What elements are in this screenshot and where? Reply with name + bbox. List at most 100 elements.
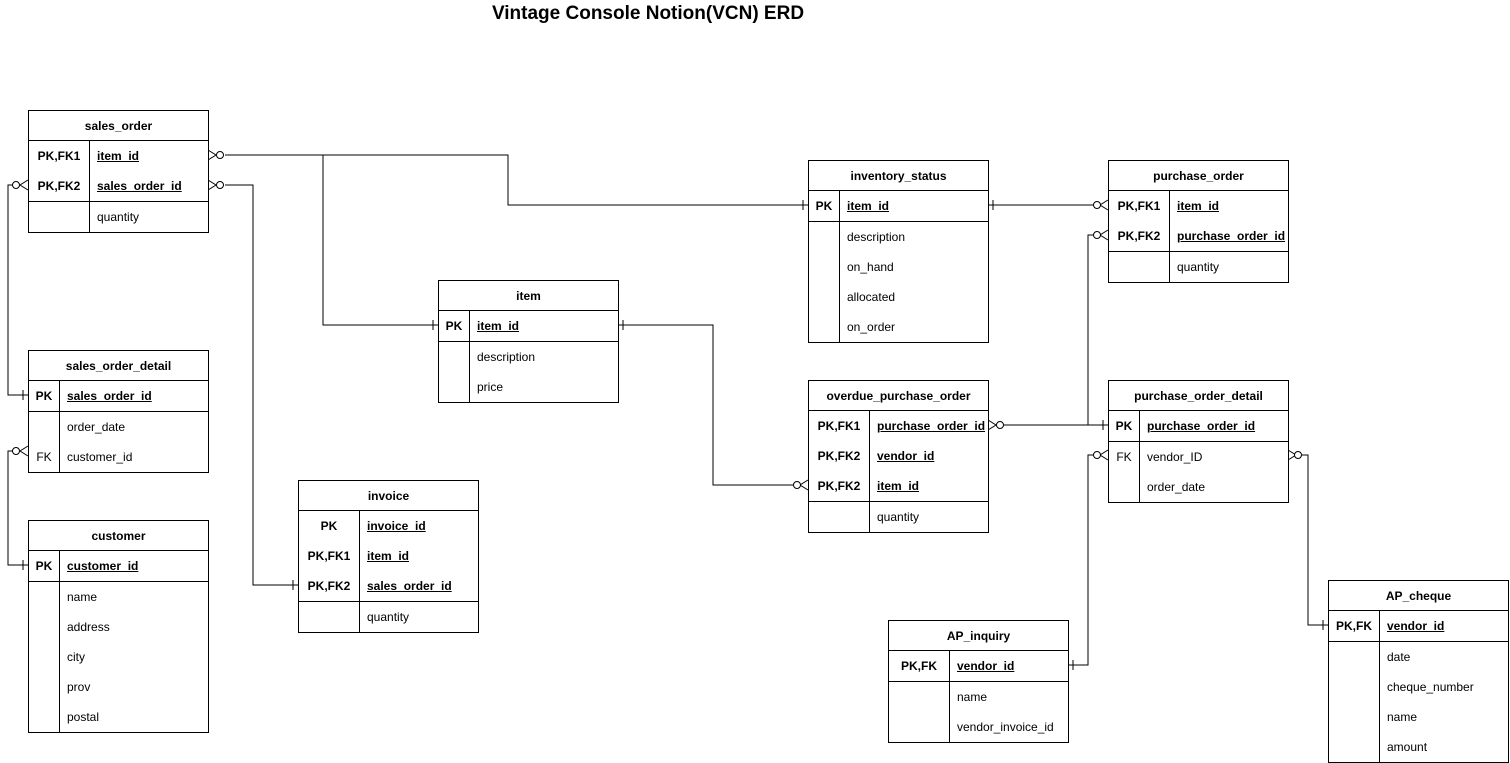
attribute-row: PK purchase_order_id [1109, 411, 1288, 441]
attribute-section: quantity [809, 502, 988, 532]
attribute-row: FK vendor_ID [1109, 442, 1288, 472]
attribute-name: invoice_id [367, 519, 426, 533]
attribute-name: customer_id [67, 559, 139, 573]
attribute-row: description [809, 222, 988, 252]
attribute-row: postal [29, 702, 208, 732]
attribute-name: name [67, 590, 98, 604]
attribute-row: PK invoice_id [299, 511, 478, 541]
attribute-row: PK,FK1 item_id [29, 141, 208, 171]
key-section: PK sales_order_id [29, 381, 208, 412]
attribute-name: customer_id [67, 450, 133, 464]
attribute-row: PK customer_id [29, 551, 208, 581]
key-label: PK,FK2 [1109, 221, 1170, 251]
rel-sales-order-invoice [225, 184, 298, 586]
entity-name: purchase_order [1109, 161, 1288, 191]
entity-name: customer [29, 521, 208, 551]
entity-ap-inquiry[interactable]: AP_inquiry PK,FK vendor_id name vendor_i… [888, 620, 1069, 743]
attribute-name: address [67, 620, 110, 634]
key-label: PK [1109, 411, 1140, 441]
attribute-row: amount [1329, 732, 1508, 762]
entity-purchase-order[interactable]: purchase_order PK,FK1 item_id PK,FK2 pur… [1108, 160, 1289, 283]
attribute-section: quantity [1109, 252, 1288, 282]
key-label [29, 702, 60, 732]
key-label: PK,FK [1329, 611, 1380, 641]
attribute-name: amount [1387, 740, 1428, 754]
key-section: PK purchase_order_id [1109, 411, 1288, 442]
rel-sales-order-item [322, 155, 438, 326]
attribute-row: PK item_id [439, 311, 618, 341]
key-label [889, 712, 950, 742]
entity-sales-order[interactable]: sales_order PK,FK1 item_id PK,FK2 sales_… [28, 110, 209, 233]
key-label [29, 672, 60, 702]
attribute-row: PK item_id [809, 191, 988, 221]
entity-name: purchase_order_detail [1109, 381, 1288, 411]
entity-sales-order-detail[interactable]: sales_order_detail PK sales_order_id ord… [28, 350, 209, 473]
attribute-row: prov [29, 672, 208, 702]
attribute-name: quantity [97, 210, 140, 224]
key-label [29, 612, 60, 642]
attribute-row: PK,FK2 vendor_id [809, 441, 988, 471]
attribute-row: order_date [29, 412, 208, 442]
attribute-row: PK,FK2 sales_order_id [29, 171, 208, 201]
entity-ap-cheque[interactable]: AP_cheque PK,FK vendor_id date cheque_nu… [1328, 580, 1509, 763]
rel-sales-order-detail [7, 184, 28, 396]
key-label [1109, 472, 1140, 502]
key-label [29, 582, 60, 612]
key-label [809, 222, 840, 252]
entity-invoice[interactable]: invoice PK invoice_id PK,FK1 item_id PK,… [298, 480, 479, 633]
attribute-name: item_id [877, 479, 920, 493]
entity-overdue-purchase-order[interactable]: overdue_purchase_order PK,FK1 purchase_o… [808, 380, 989, 533]
key-label: FK [1109, 442, 1140, 472]
attribute-section: quantity [299, 602, 478, 632]
key-label: PK,FK1 [809, 411, 870, 441]
entity-purchase-order-detail[interactable]: purchase_order_detail PK purchase_order_… [1108, 380, 1289, 503]
key-label [439, 372, 470, 402]
key-label [889, 682, 950, 712]
attribute-name: postal [67, 710, 100, 724]
key-label: PK,FK2 [809, 471, 870, 501]
attribute-row: vendor_invoice_id [889, 712, 1068, 742]
rel-customer-sales-order-detail [7, 450, 28, 566]
attribute-name: on_order [847, 320, 896, 334]
key-label [809, 282, 840, 312]
attribute-section: name vendor_invoice_id [889, 682, 1068, 742]
key-section: PK customer_id [29, 551, 208, 582]
attribute-name: purchase_order_id [1177, 229, 1286, 243]
attribute-row: cheque_number [1329, 672, 1508, 702]
attribute-row: price [439, 372, 618, 402]
attribute-row: PK,FK vendor_id [1329, 611, 1508, 641]
attribute-row: on_hand [809, 252, 988, 282]
attribute-name: name [957, 690, 988, 704]
attribute-name: sales_order_id [67, 389, 152, 403]
attribute-section: FK vendor_ID order_date [1109, 442, 1288, 502]
key-label: FK [29, 442, 60, 472]
attribute-row: quantity [1109, 252, 1288, 282]
attribute-section: description price [439, 342, 618, 402]
key-label [1329, 702, 1380, 732]
key-section: PK item_id [439, 311, 618, 342]
key-label: PK,FK2 [299, 571, 360, 601]
attribute-section: date cheque_number name amount [1329, 642, 1508, 762]
attribute-row: city [29, 642, 208, 672]
attribute-section: quantity [29, 202, 208, 232]
attribute-row: PK,FK1 item_id [299, 541, 478, 571]
attribute-name: order_date [67, 420, 126, 434]
entity-name: AP_cheque [1329, 581, 1508, 611]
key-label: PK,FK2 [809, 441, 870, 471]
attribute-name: purchase_order_id [1147, 419, 1256, 433]
key-label [29, 202, 90, 232]
key-section: PK,FK1 purchase_order_id PK,FK2 vendor_i… [809, 411, 988, 502]
key-label: PK,FK1 [29, 141, 90, 171]
entity-inventory-status[interactable]: inventory_status PK item_id description … [808, 160, 989, 343]
attribute-section: description on_hand allocated on_order [809, 222, 988, 342]
entity-customer[interactable]: customer PK customer_id name address cit… [28, 520, 209, 733]
attribute-row: on_order [809, 312, 988, 342]
rel-po-detail-ap-cheque [1302, 454, 1328, 626]
attribute-section: order_date FK customer_id [29, 412, 208, 472]
entity-item[interactable]: item PK item_id description price [438, 280, 619, 403]
key-label: PK,FK1 [299, 541, 360, 571]
attribute-row: name [1329, 702, 1508, 732]
entity-name: inventory_status [809, 161, 988, 191]
attribute-name: purchase_order_id [877, 419, 986, 433]
diagram-title: Vintage Console Notion(VCN) ERD [491, 3, 805, 24]
